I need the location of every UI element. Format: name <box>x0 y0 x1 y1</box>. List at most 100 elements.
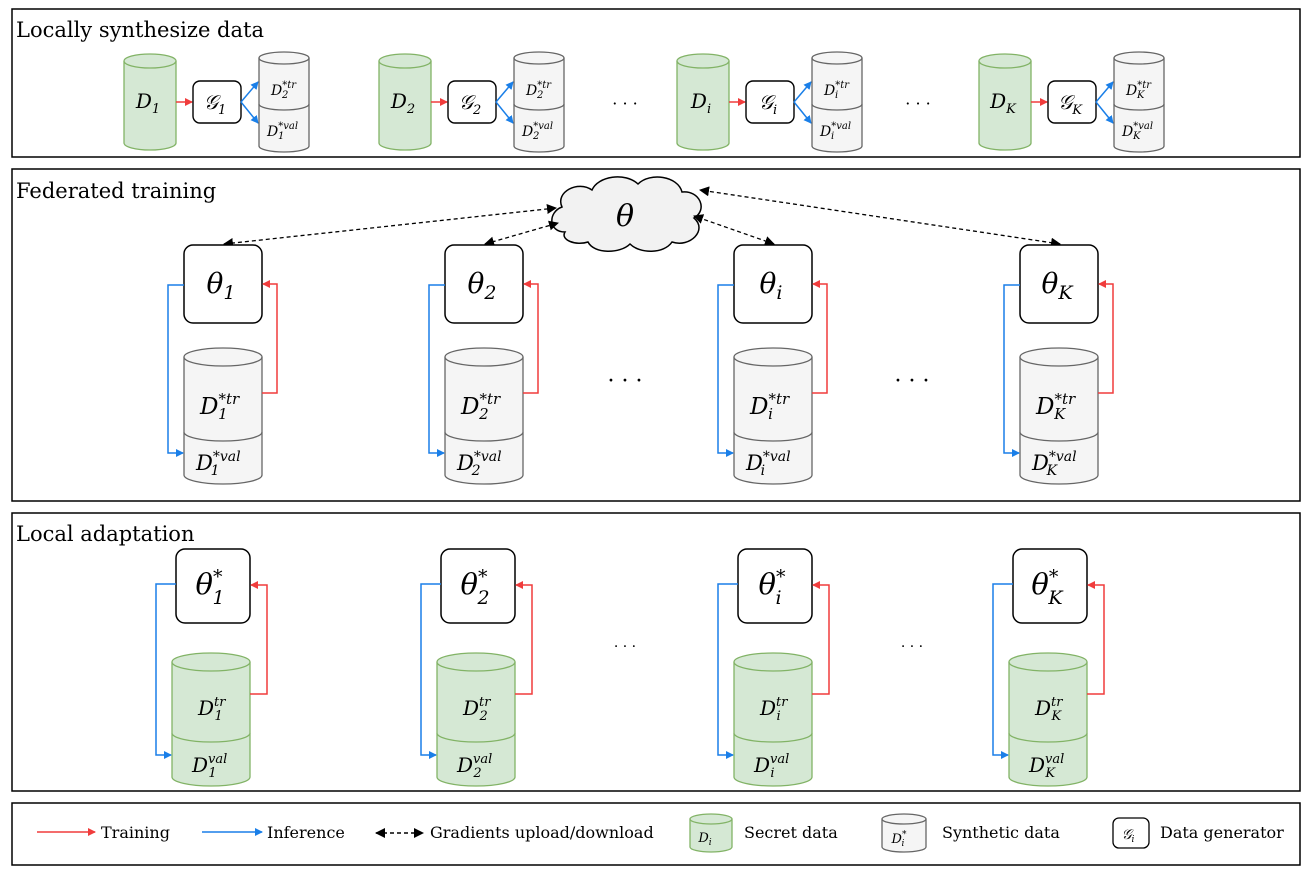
ellipsis: · · · <box>608 369 643 394</box>
local-model-label: θ2 <box>468 267 497 304</box>
gradient-arrow <box>693 214 775 246</box>
secret-data-cylinder-icon <box>123 61 177 151</box>
secret-cylinder-top <box>733 652 813 672</box>
personalized-model-label: θ*K <box>1031 566 1064 609</box>
synthetic-cylinder-top <box>1019 347 1099 367</box>
training-arrow <box>1087 581 1105 695</box>
secret-val-cylinder-icon <box>436 733 516 787</box>
synthetic-cylinder-top <box>183 347 263 367</box>
legend-secret-label: Secret data <box>744 823 838 842</box>
training-arrow <box>250 581 268 695</box>
inference-arrow-tr <box>1095 81 1114 103</box>
synthetic-val-cylinder-icon <box>733 432 813 485</box>
legend-training-label: Training <box>101 823 170 842</box>
secret-tr-cylinder-icon <box>1008 662 1088 743</box>
inference-arrow <box>717 583 738 759</box>
secret-data-cylinder-icon <box>676 61 730 151</box>
inference-arrow <box>155 583 176 759</box>
secret-data-cylinder-icon <box>378 61 432 151</box>
legend-synthetic-icon-label: D*i <box>891 830 907 849</box>
legend-secret-icon-label: Di <box>697 831 711 848</box>
section-title-federated: Federated training <box>16 179 216 203</box>
gradient-arrow <box>223 203 557 249</box>
legend-frame <box>11 802 1301 866</box>
training-arrow <box>262 280 278 394</box>
synthetic-cylinder-top <box>811 51 863 65</box>
synthetic-tr-cylinder-icon <box>1019 357 1099 442</box>
training-arrow <box>812 280 828 394</box>
secret-cylinder-top <box>436 652 516 672</box>
synthetic-tr-cylinder-icon <box>733 357 813 442</box>
section-title-synthesize: Locally synthesize data <box>16 18 264 42</box>
ellipsis: · · · <box>901 639 923 655</box>
training-arrow <box>515 581 533 695</box>
synthetic-tr-cylinder-icon <box>1113 58 1165 111</box>
secret-data-label: DK <box>989 89 1017 117</box>
data-generator-label: 𝒢2 <box>459 90 482 118</box>
synthetic-val-cylinder-icon <box>183 432 263 485</box>
synthetic-val-cylinder-icon <box>258 104 310 153</box>
synthetic-val-cylinder-icon <box>1019 432 1099 485</box>
section-adaptation-frame <box>11 512 1301 792</box>
synthetic-tr-cylinder-icon <box>258 58 310 111</box>
section-title-adaptation: Local adaptation <box>16 522 194 546</box>
legend-generator-icon-label: 𝒢i <box>1122 827 1135 845</box>
secret-data-cylinder-top <box>378 53 432 69</box>
synthetic-tr-cylinder-icon <box>513 58 565 111</box>
legend-inference-label: Inference <box>267 823 345 842</box>
inference-arrow <box>1003 284 1020 457</box>
personalized-model-label: θ*2 <box>460 566 489 609</box>
legend-generator-box-icon <box>1112 817 1150 849</box>
secret-data-cylinder-icon <box>978 61 1032 151</box>
personalized-model-label: θ*i <box>759 566 786 609</box>
synthetic-cylinder-top <box>513 51 565 65</box>
legend-gradients-label: Gradients upload/download <box>430 823 654 842</box>
local-model-label: θ1 <box>207 267 236 304</box>
gradient-arrow <box>699 186 1061 248</box>
data-generator-label: 𝒢K <box>1058 90 1083 118</box>
gradient-arrow <box>484 220 559 247</box>
secret-data-label: Di <box>690 89 711 117</box>
secret-val-cylinder-icon <box>1008 733 1088 787</box>
secret-cylinder-top <box>1008 652 1088 672</box>
inference-arrow <box>167 284 184 457</box>
secret-tr-cylinder-icon <box>171 662 251 743</box>
ellipsis: · · · <box>614 639 636 655</box>
inference-arrow-val <box>240 101 259 124</box>
synthetic-tr-cylinder-icon <box>183 357 263 442</box>
local-model-label: θi <box>760 267 783 304</box>
inference-arrow <box>428 284 445 457</box>
secret-val-cylinder-icon <box>733 733 813 787</box>
section-federated-frame <box>11 168 1301 502</box>
legend-synthetic-cylinder-icon <box>881 813 927 853</box>
secret-val-cylinder-icon <box>171 733 251 787</box>
inference-arrow-val <box>495 101 514 124</box>
data-generator-label: 𝒢i <box>759 90 777 118</box>
synthetic-cylinder-top <box>444 347 524 367</box>
synthetic-val-cylinder-icon <box>444 432 524 485</box>
ellipsis: · · · <box>612 94 637 113</box>
